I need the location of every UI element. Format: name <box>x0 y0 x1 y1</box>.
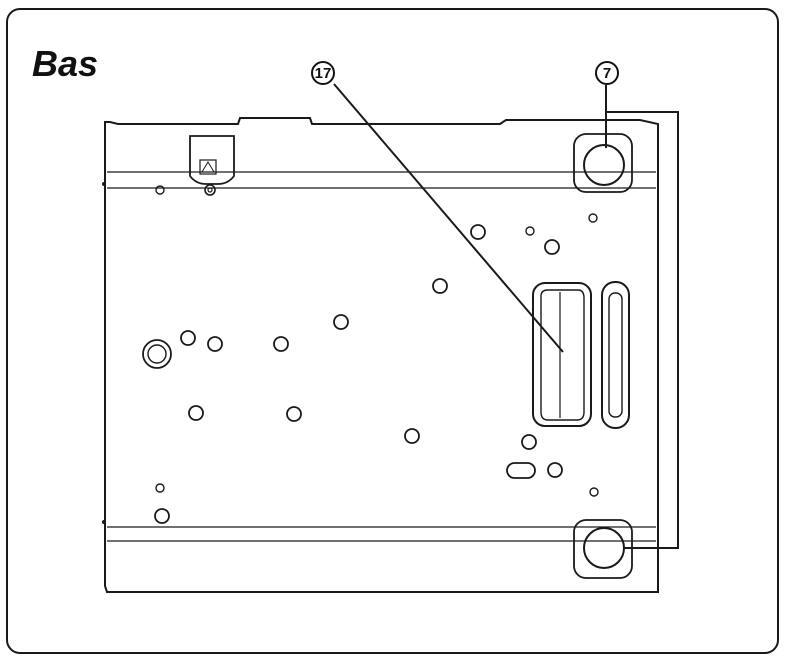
screw-hole <box>333 314 349 330</box>
screw-hole <box>521 434 537 450</box>
leader-line-foot-bottom <box>606 111 679 549</box>
vent-slot <box>601 281 630 429</box>
screw-hole <box>155 185 165 195</box>
screw-hole <box>154 508 170 524</box>
warning-label <box>199 159 217 175</box>
handle-recess <box>532 282 592 427</box>
projector-housing <box>104 117 659 593</box>
screw-hole <box>589 487 599 497</box>
adjustable-foot-top <box>583 144 625 186</box>
warning-icon <box>201 161 215 173</box>
screw-hole <box>525 226 535 236</box>
screw-hole <box>155 483 165 493</box>
screw-hole <box>544 239 560 255</box>
screw-hole <box>180 330 196 346</box>
slot-hole <box>506 462 536 479</box>
screw-hole <box>588 213 598 223</box>
page-title: Bas <box>32 43 99 84</box>
adjustable-foot-bottom <box>583 527 625 569</box>
screw-hole <box>432 278 448 294</box>
screw-hole <box>286 406 302 422</box>
callout-label-feet: 7 <box>595 61 619 85</box>
diagram-frame <box>6 8 779 654</box>
handle-recess-inner <box>540 289 585 421</box>
callout-label-handle: 17 <box>311 61 335 85</box>
screw-hole <box>470 224 486 240</box>
screw-hole <box>273 336 289 352</box>
screw-hole <box>188 405 204 421</box>
screw-hole <box>404 428 420 444</box>
rear-foot <box>142 339 172 369</box>
foot-top-housing <box>573 133 633 193</box>
lamp-cover-screw <box>204 184 216 196</box>
screw-hole <box>207 336 223 352</box>
lamp-cover-tab <box>189 135 235 185</box>
leader-line-handle <box>333 83 564 353</box>
screw-hole <box>547 462 563 478</box>
